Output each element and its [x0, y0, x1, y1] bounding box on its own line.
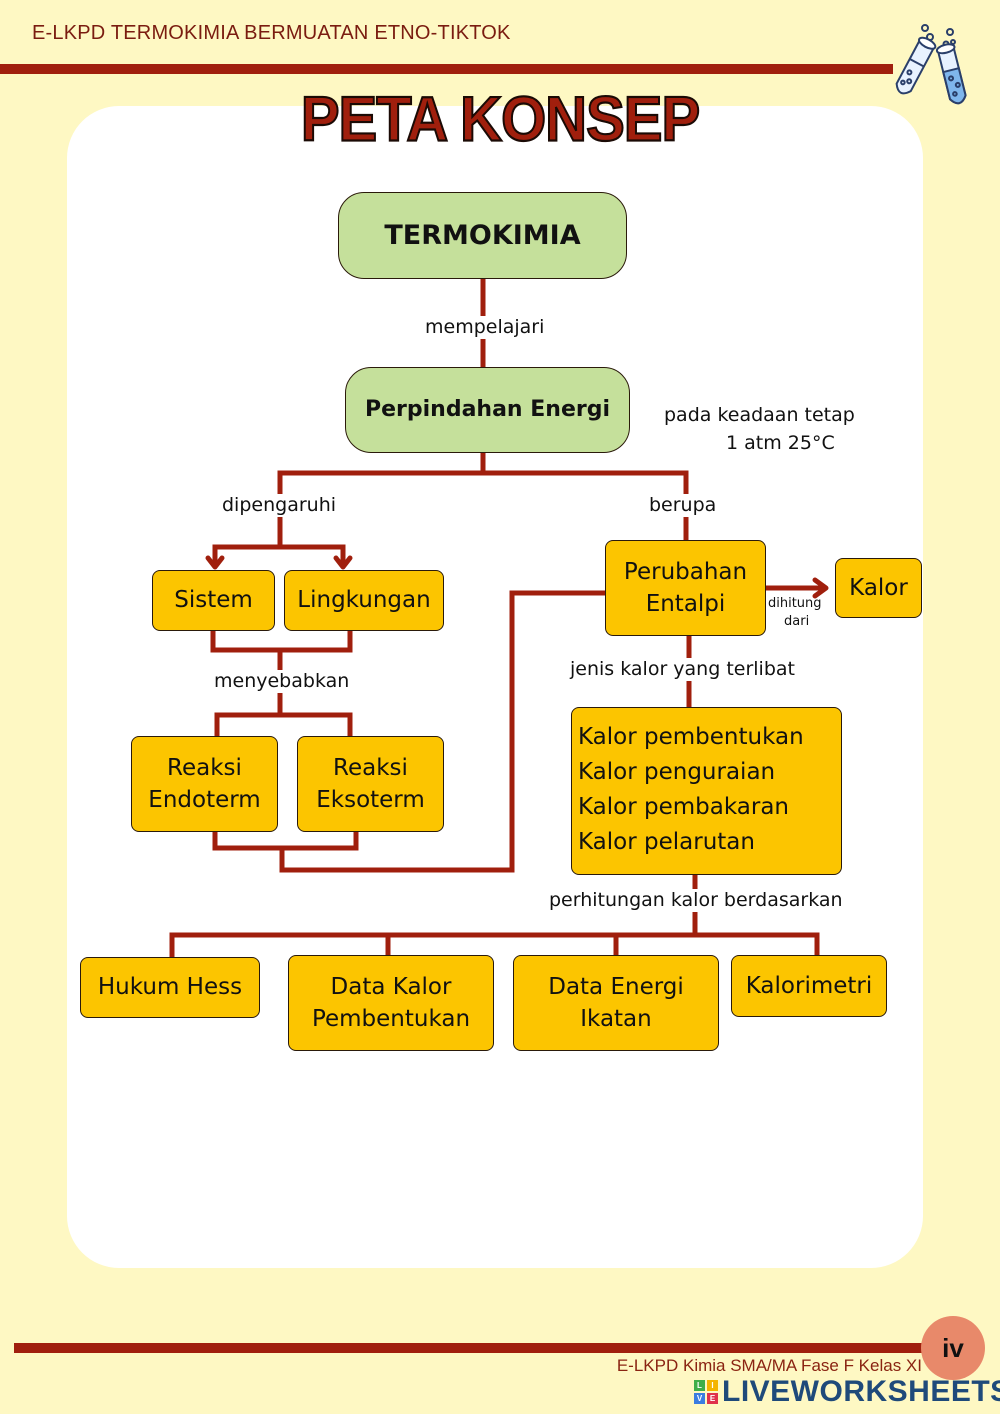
heat-types-list: Kalor pembentukan Kalor penguraian Kalor…: [578, 720, 804, 860]
link-dipengaruhi: dipengaruhi: [218, 494, 341, 517]
link-dihitung-line2: dari: [784, 614, 810, 629]
page-title: PETA KONSEP: [300, 83, 701, 155]
node-termokimia-label: TERMOKIMIA: [384, 219, 581, 251]
logo-letter: I: [707, 1380, 718, 1391]
method-label-line1: Data Energi: [548, 973, 684, 1000]
logo-letter: L: [694, 1380, 705, 1391]
node-data-energi-ikatan: Data Energi Ikatan: [513, 955, 719, 1051]
link-jenis-kalor: jenis kalor yang terlibat: [566, 658, 799, 681]
line-energy-branch: [277, 449, 689, 548]
node-sistem: Sistem: [152, 570, 275, 631]
liveworksheets-watermark[interactable]: L I V E LIVEWORKSHEETS: [694, 1375, 1000, 1409]
arrow-lingkungan: [333, 555, 353, 570]
node-perubahan-entalpi: Perubahan Entalpi: [605, 540, 766, 636]
heat-type-item: Kalor pembakaran: [578, 794, 789, 820]
test-tubes-icon: [895, 24, 967, 105]
node-eksoterm-line1: Reaksi: [333, 754, 408, 781]
node-heat-types: Kalor pembentukan Kalor penguraian Kalor…: [571, 707, 842, 875]
heat-type-item: Kalor pembentukan: [578, 724, 804, 750]
link-mempelajari: mempelajari: [421, 316, 549, 339]
node-sistem-label: Sistem: [174, 587, 253, 614]
page-number-badge: iv: [921, 1316, 985, 1380]
heat-type-item: Kalor pelarutan: [578, 829, 755, 855]
node-perpindahan-energi: Perpindahan Energi: [345, 367, 630, 453]
liveworksheets-text: LIVEWORKSHEETS: [722, 1375, 1000, 1408]
node-endoterm-line2: Endoterm: [148, 787, 261, 813]
node-kalorimetri: Kalorimetri: [731, 955, 887, 1017]
node-reaksi-eksoterm: Reaksi Eksoterm: [297, 736, 444, 832]
footer-divider: [14, 1343, 930, 1353]
link-dihitung-line1: dihitung: [768, 596, 822, 611]
arrow-kalor: [812, 577, 829, 599]
content-panel: [67, 106, 923, 1268]
node-hukum-hess: Hukum Hess: [80, 957, 260, 1018]
page-number: iv: [942, 1332, 964, 1363]
link-berupa: berupa: [645, 494, 721, 517]
line-types-methods: [169, 870, 820, 960]
node-perpindahan-energi-label: Perpindahan Energi: [364, 396, 611, 422]
condition-note-line1: pada keadaan tetap: [664, 404, 855, 426]
node-reaksi-endoterm: Reaksi Endoterm: [131, 736, 278, 832]
line-sistem-lingkungan-branch: [212, 544, 346, 568]
node-endoterm-line1: Reaksi: [167, 754, 242, 781]
line-reaksi-to-entalpi: [212, 590, 608, 873]
node-entalpi-line2: Entalpi: [645, 591, 726, 617]
method-label-line2: Pembentukan: [311, 1006, 471, 1032]
footer-text: E-LKPD Kimia SMA/MA Fase F Kelas XI: [616, 1356, 922, 1375]
header-divider: [0, 64, 893, 74]
link-perhitungan: perhitungan kalor berdasarkan: [545, 889, 847, 912]
header-title: E-LKPD TERMOKIMIA BERMUATAN ETNO-TIKTOK: [32, 22, 511, 44]
condition-note-line2: 1 atm 25°C: [726, 432, 835, 454]
method-label: Kalorimetri: [745, 972, 873, 999]
node-termokimia: TERMOKIMIA: [338, 192, 627, 279]
logo-letter: E: [707, 1393, 718, 1404]
line-reaksi-branch: [214, 712, 353, 740]
method-label: Hukum Hess: [97, 974, 243, 1001]
node-lingkungan-label: Lingkungan: [297, 587, 431, 614]
liveworksheets-logo-icon: L I V E: [694, 1380, 718, 1404]
heat-type-item: Kalor penguraian: [578, 759, 776, 785]
node-eksoterm-line2: Eksoterm: [316, 787, 425, 813]
node-data-kalor-pembentukan: Data Kalor Pembentukan: [288, 955, 494, 1051]
method-label-line1: Data Kalor: [330, 973, 452, 1000]
node-kalor: Kalor: [835, 558, 922, 618]
node-kalor-label: Kalor: [849, 574, 908, 601]
node-lingkungan: Lingkungan: [284, 570, 444, 631]
arrow-sistem: [205, 555, 225, 570]
node-entalpi-line1: Perubahan: [623, 558, 748, 585]
logo-letter: V: [694, 1393, 705, 1404]
link-menyebabkan: menyebabkan: [210, 670, 354, 693]
method-label-line2: Ikatan: [580, 1006, 652, 1032]
